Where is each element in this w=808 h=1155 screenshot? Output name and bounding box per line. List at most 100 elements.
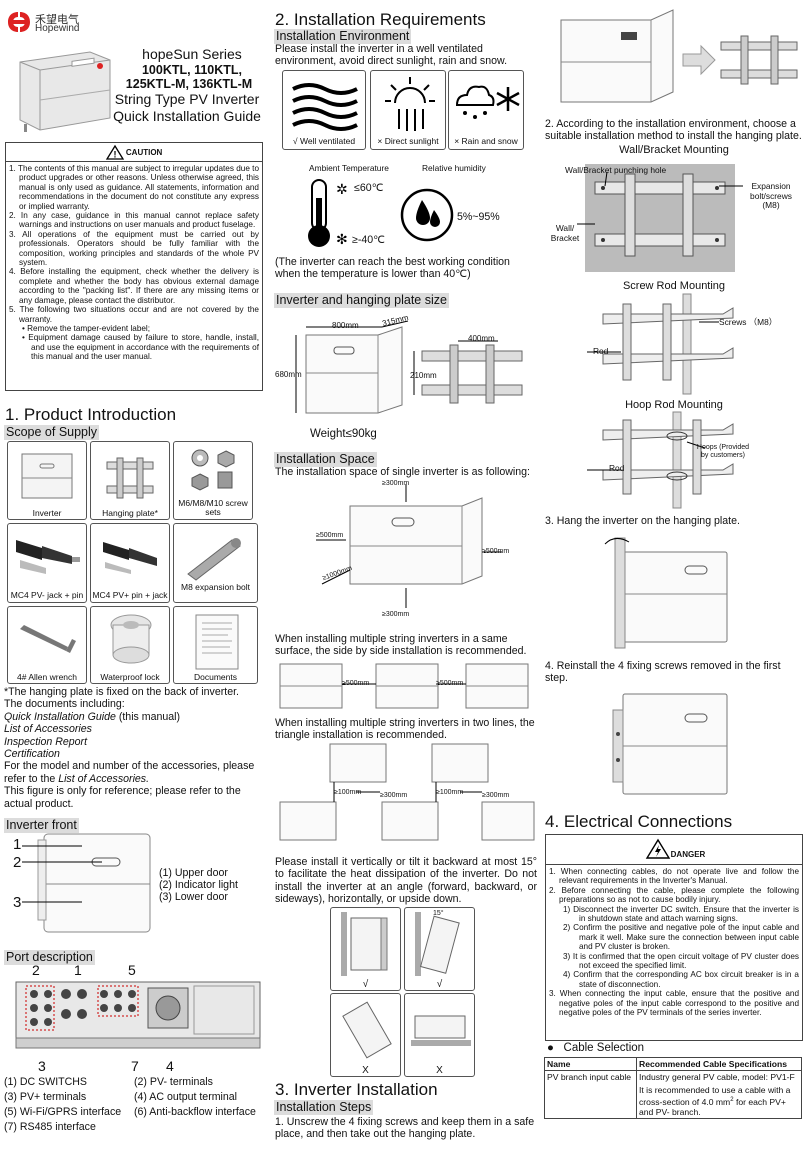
- figure-note: This figure is only for reference; pleas…: [4, 785, 241, 810]
- caution-list: 1. The contents of this manual are subje…: [6, 162, 262, 364]
- hanging-plate-icon: [106, 457, 154, 499]
- models-line-2: 125KTL-M, 136KTL-M: [125, 77, 253, 91]
- front-label: (1) Upper door: [159, 867, 228, 879]
- wrong-mount-icon: [411, 1015, 471, 1046]
- space-left: ≥500mm: [316, 532, 344, 539]
- table-row: PV branch input cable Industry general P…: [544, 1070, 802, 1119]
- space-text: The installation space of single inverte…: [275, 466, 530, 478]
- port-item: (2) PV- terminals: [134, 1076, 213, 1088]
- danger-item: 2) Confirm the positive and negative pol…: [563, 923, 799, 952]
- hoops-label: Hoops (Provided by customers): [696, 444, 750, 459]
- dim-plate-height: 210mm: [410, 371, 437, 380]
- wrong-mount-icon: [342, 1001, 392, 1059]
- bullet-icon: ●: [547, 1042, 564, 1054]
- caution-box: ! CAUTION 1. The contents of this manual…: [5, 142, 263, 391]
- caution-item: 4. Before installing the equipment, chec…: [9, 267, 259, 305]
- mc4-connector-icon: [16, 540, 80, 574]
- port-item: (6) Anti-backflow interface: [134, 1106, 256, 1118]
- wind-icon: [292, 83, 358, 131]
- side-gap: ≥500mm: [342, 680, 370, 687]
- port-callout: 2: [32, 962, 40, 978]
- multi-text: When installing multiple string inverter…: [275, 633, 527, 658]
- space-bottom: ≥300mm: [382, 611, 410, 618]
- inverter-icon: [21, 453, 73, 499]
- danger-box: DANGER 1. When connecting cables, do not…: [545, 834, 803, 1041]
- electric-warning-icon: [645, 838, 671, 859]
- port-description-heading: Port description: [4, 950, 95, 965]
- doc-line-3: Inspection Report: [4, 735, 88, 748]
- port-callout: 4: [166, 1058, 174, 1074]
- installation-environment-heading: Installation Environment: [274, 29, 412, 44]
- screw-rod-drawing: [587, 293, 734, 395]
- col-name: Name: [544, 1057, 637, 1071]
- danger-item: 3. When connecting the input cable, ensu…: [549, 989, 799, 1018]
- installation-space-heading: Installation Space: [274, 452, 377, 467]
- column-left: 禾望电气 Hopewind hopeSun Series 100KTL, 110…: [4, 0, 264, 1155]
- dim-height: 680mm: [275, 370, 302, 379]
- caution-bullet: • Equipment damage caused by failure to …: [22, 333, 259, 362]
- screw-rod-title: Screw Rod Mounting: [622, 280, 726, 292]
- temperature-note: (The inverter can reach the best working…: [275, 256, 510, 281]
- supply-item-hanging-plate: Hanging plate*: [90, 441, 170, 520]
- humidity-range: 5%~95%: [457, 211, 500, 223]
- side-by-side-drawing: [279, 663, 529, 709]
- step-4: 4. Reinstall the 4 fixing screws removed…: [545, 660, 781, 685]
- series-title: hopeSun Series: [142, 46, 242, 62]
- hang-inverter-drawing: [604, 537, 728, 649]
- port-item: (7) RS485 interface: [4, 1121, 96, 1133]
- side-gap: ≥500mm: [436, 680, 464, 687]
- waterproof-lock-icon: [110, 614, 152, 664]
- triangle-text: When installing multiple string inverter…: [275, 717, 535, 742]
- wall-mounting-title: Wall/Bracket Mounting: [619, 144, 729, 156]
- max-temperature: ≤60℃: [354, 182, 384, 194]
- min-temperature: ≥-40℃: [352, 234, 386, 246]
- danger-item: 1) Disconnect the inverter DC switch. En…: [563, 904, 799, 924]
- installation-steps-heading: Installation Steps: [274, 1100, 374, 1115]
- cell-name: PV branch input cable: [544, 1070, 637, 1119]
- port-callout: 7: [131, 1058, 139, 1074]
- supply-item-documents: Documents: [173, 606, 258, 684]
- rain-snow-icon: [455, 85, 520, 119]
- svg-text:✻: ✻: [336, 232, 348, 248]
- environment-text: Please install the inverter in a well ve…: [275, 43, 508, 68]
- col-spec: Recommended Cable Specifications: [636, 1057, 802, 1071]
- supply-item-expansion-bolt: M8 expansion bolt: [173, 523, 258, 603]
- caution-header: ! CAUTION: [6, 143, 262, 162]
- front-callout: 2: [13, 854, 22, 871]
- port-callout: 3: [38, 1058, 46, 1074]
- triangle-drawing: [279, 743, 535, 841]
- column-middle: 2. Installation Requirements Installatio…: [272, 0, 538, 1155]
- vertical-mount-icon: [341, 912, 388, 976]
- size-drawing: [295, 320, 523, 414]
- rod-label: Rod: [593, 346, 609, 356]
- tilt-vertical: √: [330, 907, 401, 991]
- section-4-title: 4. Electrical Connections: [545, 812, 733, 831]
- weight-label: Weight≤90kg: [310, 428, 377, 440]
- supply-item-screw-sets: M6/M8/M10 screw sets: [173, 441, 253, 520]
- inverter-front-drawing: [22, 833, 151, 933]
- reinstall-screws-drawing: [612, 693, 728, 795]
- thermometer-icon: ✲✻: [308, 179, 348, 248]
- tilt-sideways: X: [330, 993, 401, 1077]
- logo-cn: 禾望电气: [35, 14, 79, 26]
- logo-en: Hopewind: [35, 23, 80, 34]
- hoop-rod-title: Hoop Rod Mounting: [625, 399, 723, 411]
- screws-label: Screws （M8）: [719, 317, 778, 327]
- doc-line-2: List of Accessories: [4, 723, 92, 736]
- wall-punch-hole-label: Wall/Bracket punching hole: [565, 165, 667, 175]
- doc-line-4: Certification: [4, 748, 60, 761]
- cable-selection-heading: ● Cable Selection: [547, 1042, 645, 1054]
- supply-item-waterproof-lock: Waterproof lock: [90, 606, 170, 684]
- hopewind-logo-icon: [8, 12, 30, 32]
- caution-item: 5. The following two situations occur an…: [9, 305, 259, 324]
- mc4-connector-icon: [103, 542, 157, 574]
- tri-gap: ≥300mm: [482, 792, 510, 799]
- inverter-product-image: [19, 51, 111, 132]
- expansion-bolt-label: Expansion bolt/screws (M8): [750, 181, 792, 211]
- model-note: For the model and number of the accessor…: [4, 760, 255, 785]
- hanging-plate-note: *The hanging plate is fixed on the back …: [4, 686, 239, 698]
- section-2-title: 2. Installation Requirements: [275, 10, 486, 29]
- tilt-horizontal: X: [404, 993, 475, 1077]
